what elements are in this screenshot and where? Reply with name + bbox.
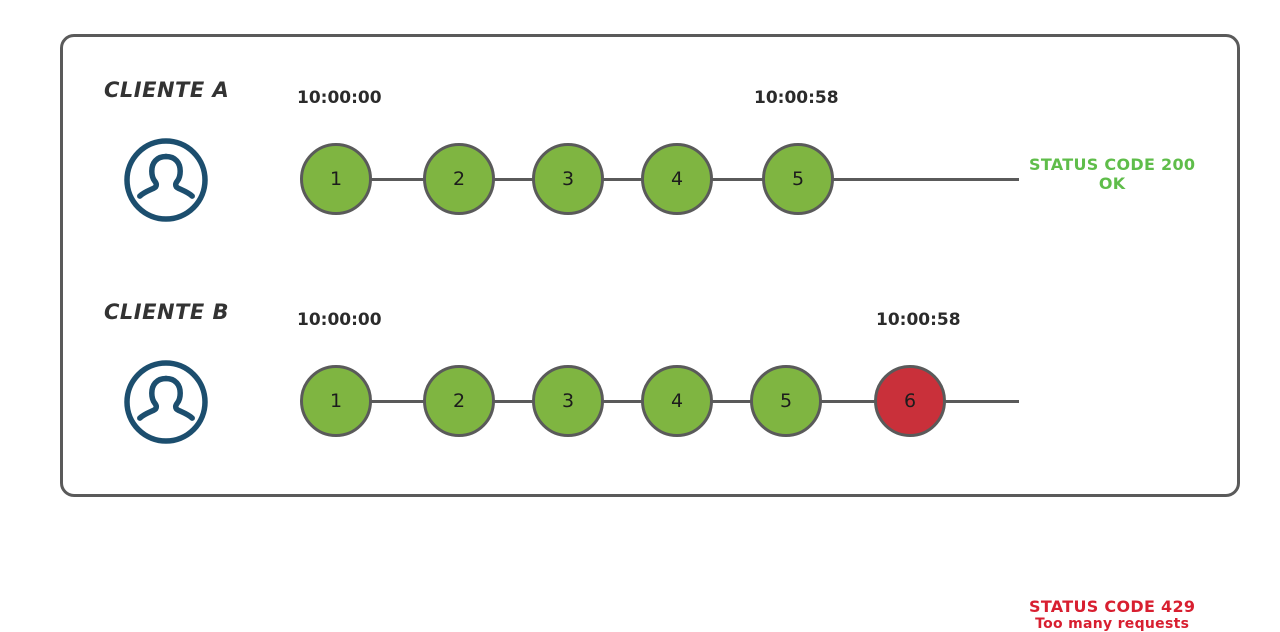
request-node-b-6[interactable]: 6 <box>874 365 946 437</box>
request-chain-b: 1 2 3 4 5 6 <box>0 222 1280 482</box>
status-code-b: STATUS CODE 429 <box>1029 597 1196 616</box>
request-node-label: 5 <box>779 390 793 412</box>
status-annotation-b: STATUS CODE 429 Too many requests <box>1029 597 1195 632</box>
request-node-a-5[interactable]: 5 <box>762 143 834 215</box>
timestamp-end-b: 10:00:58 <box>876 310 961 330</box>
client-b-label: CLIENTE B <box>104 300 230 324</box>
request-chain-a: 1 2 3 4 5 <box>0 0 1280 260</box>
request-node-label: 1 <box>329 168 343 190</box>
request-node-a-4[interactable]: 4 <box>641 143 713 215</box>
timestamp-start-a: 10:00:00 <box>297 88 382 108</box>
person-avatar-icon <box>123 359 209 445</box>
request-node-a-1[interactable]: 1 <box>300 143 372 215</box>
timestamp-start-b: 10:00:00 <box>297 310 382 330</box>
request-node-label: 4 <box>670 168 684 190</box>
status-message-a: OK <box>1098 174 1126 193</box>
client-a-label: CLIENTE A <box>104 78 230 102</box>
request-node-b-2[interactable]: 2 <box>423 365 495 437</box>
request-node-a-2[interactable]: 2 <box>423 143 495 215</box>
person-avatar-icon <box>123 137 209 223</box>
request-node-label: 3 <box>561 390 575 412</box>
request-node-label: 2 <box>452 168 466 190</box>
request-node-label: 6 <box>903 390 917 412</box>
request-node-a-3[interactable]: 3 <box>532 143 604 215</box>
status-message-b: Too many requests <box>1035 616 1190 632</box>
request-node-label: 3 <box>561 168 575 190</box>
status-annotation-a: STATUS CODE 200 OK <box>1029 155 1195 193</box>
request-node-b-3[interactable]: 3 <box>532 365 604 437</box>
request-node-b-5[interactable]: 5 <box>750 365 822 437</box>
status-code-a: STATUS CODE 200 <box>1029 155 1196 174</box>
request-node-label: 1 <box>329 390 343 412</box>
request-node-b-4[interactable]: 4 <box>641 365 713 437</box>
request-node-label: 5 <box>791 168 805 190</box>
request-node-b-1[interactable]: 1 <box>300 365 372 437</box>
request-node-label: 2 <box>452 390 466 412</box>
request-node-label: 4 <box>670 390 684 412</box>
timestamp-end-a: 10:00:58 <box>754 88 839 108</box>
